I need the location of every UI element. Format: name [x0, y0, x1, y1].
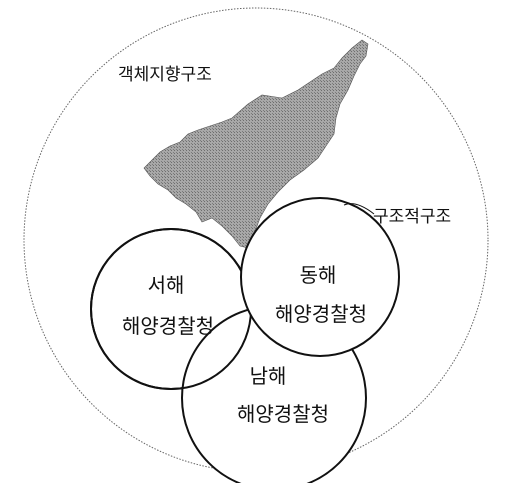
east-circle-org: 해양경찰청	[275, 302, 367, 326]
south-circle-name: 남해	[250, 364, 287, 388]
outer-label: 객체지향구조	[118, 65, 212, 85]
east-sea-circle	[240, 197, 400, 357]
south-circle-org: 해양경찰청	[237, 402, 329, 426]
structure-label: 구조적구조	[373, 207, 451, 227]
north-korea-map	[143, 39, 369, 249]
structure-pointer-arc	[343, 203, 375, 215]
east-circle-name: 동해	[300, 263, 337, 287]
west-circle-org: 해양경찰청	[122, 314, 214, 338]
west-circle-name: 서해	[148, 273, 185, 297]
